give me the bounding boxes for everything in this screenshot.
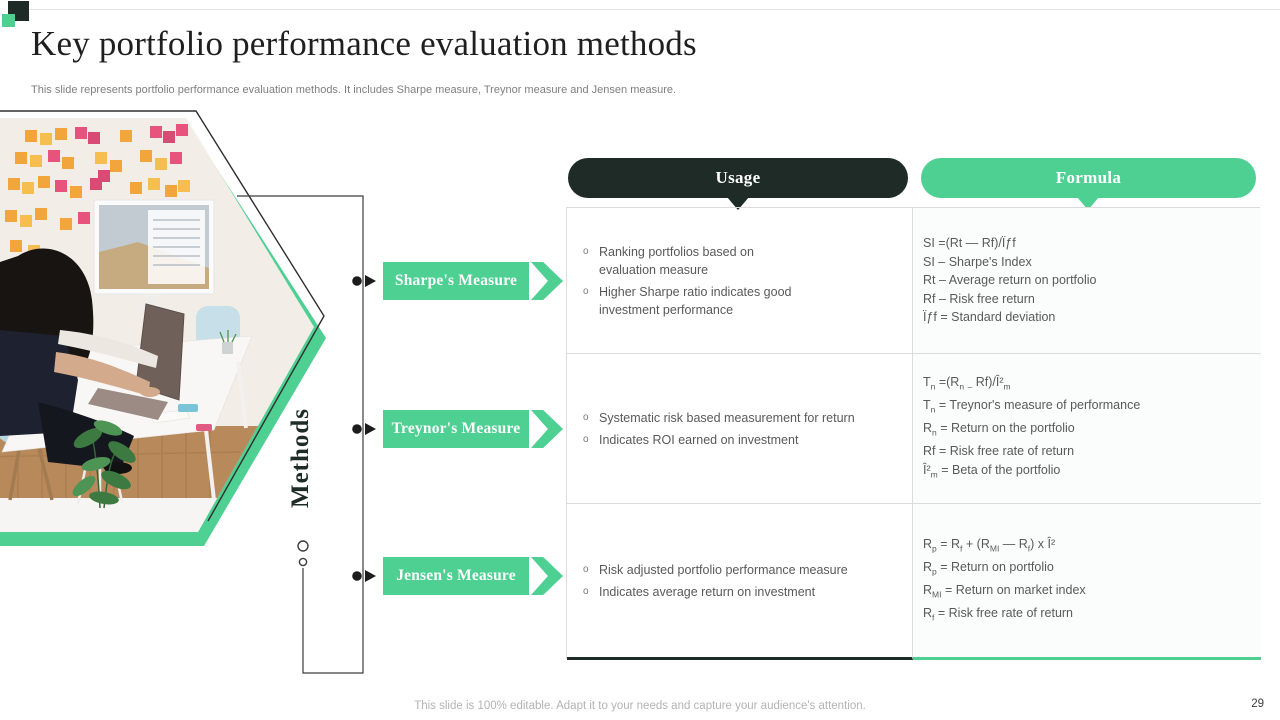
connector-circle-large bbox=[297, 540, 309, 552]
formula-pointer-icon bbox=[1077, 197, 1099, 210]
plant bbox=[72, 420, 136, 509]
method-arrow-sharpe: Sharpe's Measure bbox=[383, 262, 563, 300]
methods-label: Methods bbox=[287, 408, 314, 508]
footer-note: This slide is 100% editable. Adapt it to… bbox=[414, 700, 866, 712]
connector-lines bbox=[237, 195, 364, 674]
formula-line: Î²m = Beta of the portfolio bbox=[923, 462, 1061, 480]
hexagon-outline bbox=[0, 110, 325, 522]
arrow-chevron-icon bbox=[531, 262, 563, 300]
monitor bbox=[93, 199, 215, 311]
green-hexagon bbox=[0, 130, 326, 546]
formula-header-pill: Formula bbox=[921, 158, 1256, 198]
page-subtitle: This slide represents portfolio performa… bbox=[31, 84, 677, 96]
usage-header-pill: Usage bbox=[568, 158, 908, 198]
usage-cell-treynor: o Systematic risk based measurement for … bbox=[567, 354, 913, 504]
method-arrow-label: Treynor's Measure bbox=[383, 410, 529, 448]
formula-line: Tn = Treynor's measure of performance bbox=[923, 398, 1141, 415]
node-marker-sharpe bbox=[352, 275, 376, 287]
formula-line: Tn =(Rn – Rf)/Î²m bbox=[923, 375, 1011, 392]
list-item: o Risk adjusted portfolio performance me… bbox=[583, 562, 848, 577]
circle-bullet-icon: o bbox=[583, 563, 589, 575]
formula-cell-treynor: Tn =(Rn – Rf)/Î²m Tn = Treynor's measure… bbox=[913, 354, 1261, 504]
formula-line: Rf = Risk free rate of return bbox=[923, 444, 1075, 459]
node-marker-treynor bbox=[352, 423, 376, 435]
page-number: 29 bbox=[1251, 698, 1264, 710]
formula-line: Rt – Average return on portfolio bbox=[923, 273, 1097, 288]
formula-line: Rp = Return on portfolio bbox=[923, 559, 1054, 577]
method-arrow-label: Sharpe's Measure bbox=[383, 262, 529, 300]
circle-bullet-icon: o bbox=[583, 411, 589, 423]
circle-bullet-icon: o bbox=[583, 433, 589, 445]
list-item: o Systematic risk based measurement for … bbox=[583, 410, 855, 425]
node-marker-jensen bbox=[352, 570, 376, 582]
arrow-chevron-icon bbox=[531, 410, 563, 448]
top-divider-line bbox=[30, 9, 1280, 10]
sticky-notes bbox=[5, 124, 195, 264]
formula-cell-sharpe: SI =(Rt — Rf)/Ïƒf SI – Sharpe's Index Rt… bbox=[913, 208, 1261, 354]
method-arrow-treynor: Treynor's Measure bbox=[383, 410, 563, 448]
circle-bullet-icon: o bbox=[583, 285, 589, 297]
page-title: Key portfolio performance evaluation met… bbox=[31, 24, 697, 63]
methods-table: o Ranking portfolios based on evaluation… bbox=[566, 207, 1261, 660]
list-item: o Ranking portfolios based on evaluation… bbox=[583, 244, 754, 277]
formula-line: Rn = Return on the portfolio bbox=[923, 421, 1075, 438]
arrow-chevron-icon bbox=[531, 557, 563, 595]
method-arrow-jensen: Jensen's Measure bbox=[383, 557, 563, 595]
list-item: o Higher Sharpe ratio indicates good inv… bbox=[583, 284, 792, 317]
formula-line: SI – Sharpe's Index bbox=[923, 254, 1032, 269]
formula-cell-jensen: Rp = Rf + (RMI — Rf) x Î² Rp = Return on… bbox=[913, 504, 1261, 660]
formula-line: Rf = Risk free rate of return bbox=[923, 605, 1074, 623]
list-item: o Indicates ROI earned on investment bbox=[583, 432, 799, 447]
office-photo bbox=[0, 118, 314, 532]
logo-green-square bbox=[2, 14, 15, 27]
usage-cell-jensen: o Risk adjusted portfolio performance me… bbox=[567, 504, 913, 660]
circle-bullet-icon: o bbox=[583, 245, 589, 257]
formula-line: Rf – Risk free return bbox=[923, 291, 1035, 306]
formula-line: Rp = Rf + (RMI — Rf) x Î² bbox=[923, 536, 1056, 554]
formula-line: Ïƒf = Standard deviation bbox=[923, 310, 1056, 325]
usage-cell-sharpe: o Ranking portfolios based on evaluation… bbox=[567, 208, 913, 354]
circle-bullet-icon: o bbox=[583, 585, 589, 597]
connector-circle-small bbox=[298, 557, 308, 567]
usage-pointer-icon bbox=[727, 197, 749, 210]
method-arrow-label: Jensen's Measure bbox=[383, 557, 529, 595]
list-item: o Indicates average return on investment bbox=[583, 584, 816, 599]
formula-line: SI =(Rt — Rf)/Ïƒf bbox=[923, 236, 1016, 251]
formula-line: RMI = Return on market index bbox=[923, 582, 1086, 600]
